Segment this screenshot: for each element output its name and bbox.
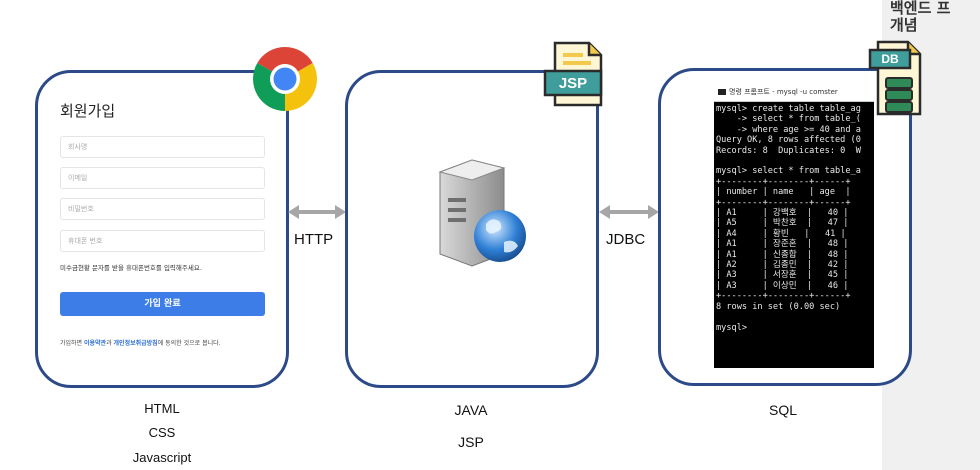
db-file-icon [868, 40, 922, 116]
agree-mid: 과 [106, 340, 114, 347]
terminal-line: mysql> [716, 322, 748, 333]
chrome-icon [253, 47, 317, 111]
caption-jsp: JSP [458, 434, 484, 450]
agree-prefix: 가입하면 [60, 340, 84, 347]
privacy-link[interactable]: 개인정보취급방침 [113, 340, 158, 347]
caption-java: JAVA [454, 402, 488, 418]
terminal-line [716, 312, 874, 322]
terminal-line: -> select * from table_( [716, 114, 861, 125]
terminal-line: Records: 8 Duplicates: 0 W [716, 145, 861, 156]
terminal-line: | A1 | 강백호 | 40 | [716, 208, 849, 219]
terminal-line: +--------+--------+------+ [716, 176, 851, 187]
caption-javascript: Javascript [132, 450, 192, 465]
http-arrow [288, 205, 346, 219]
terminal-line: | A1 | 신종합 | 48 | [716, 249, 849, 260]
jdbc-label: JDBC [606, 231, 646, 248]
terminal-line: +--------+--------+------+ [716, 197, 851, 208]
phone-field[interactable]: 휴대폰 번호 [60, 230, 265, 252]
terminal-line: | A5 | 박찬호 | 47 | [716, 218, 849, 229]
company-field[interactable]: 회사명 [60, 136, 265, 158]
terminal-line: -> where age >= 40 and a [716, 124, 861, 135]
client-box [35, 70, 289, 388]
mysql-terminal: 명령 프롬프트 - mysql -u comster mysql> create… [714, 84, 874, 368]
server-icon [438, 159, 526, 267]
terminal-line: mysql> create table table_ag [716, 104, 861, 114]
terminal-line: +--------+--------+------+ [716, 291, 851, 302]
terminal-line: mysql> select * from table_a [716, 166, 861, 177]
jsp-file-icon [543, 41, 603, 107]
phone-hint: 미수금현황 문자를 받을 휴대폰번호를 입력해주세요. [60, 264, 202, 272]
email-field[interactable]: 이메일 [60, 167, 265, 189]
caption-css: CSS [148, 425, 176, 440]
terminal-line [716, 156, 874, 166]
signup-submit-button[interactable]: 가입 완료 [60, 292, 265, 316]
terminal-line: | A1 | 장준혼 | 48 | [716, 239, 849, 250]
terminal-icon [718, 89, 726, 95]
agreement-text: 가입하면 이용약관과 개인정보취급방침에 동의한 것으로 봅니다. [60, 338, 221, 347]
terms-link[interactable]: 이용약관 [84, 340, 107, 347]
agree-suffix: 에 동의한 것으로 봅니다. [157, 340, 221, 347]
jsp-badge-label: JSP [558, 75, 588, 92]
db-badge-label: DB [881, 52, 899, 66]
http-label: HTTP [294, 231, 334, 248]
terminal-line: | number | name | age | [716, 187, 851, 198]
terminal-titlebar: 명령 프롬프트 - mysql -u comster [714, 84, 874, 102]
terminal-line: | A3 | 서장훈 | 45 | [716, 270, 849, 281]
jdbc-arrow [599, 205, 659, 219]
caption-sql: SQL [768, 402, 797, 418]
terminal-line: | A2 | 김종민 | 42 | [716, 260, 849, 271]
terminal-line: | A3 | 이상민 | 46 | [716, 280, 849, 291]
side-panel-title: 백엔드 프 개념 [890, 0, 951, 34]
terminal-line: | A4 | 황빈 | 41 | [716, 228, 846, 239]
form-title: 회원가입 [60, 102, 116, 120]
terminal-line: Query OK, 8 rows affected (0 [716, 135, 861, 146]
password-field[interactable]: 비밀번호 [60, 198, 265, 220]
terminal-line: 8 rows in set (0.00 sec) [716, 301, 841, 312]
caption-html: HTML [144, 401, 180, 416]
terminal-output: mysql> create table table_ag -> select *… [714, 102, 874, 333]
terminal-title: 명령 프롬프트 - mysql -u comster [729, 88, 838, 96]
